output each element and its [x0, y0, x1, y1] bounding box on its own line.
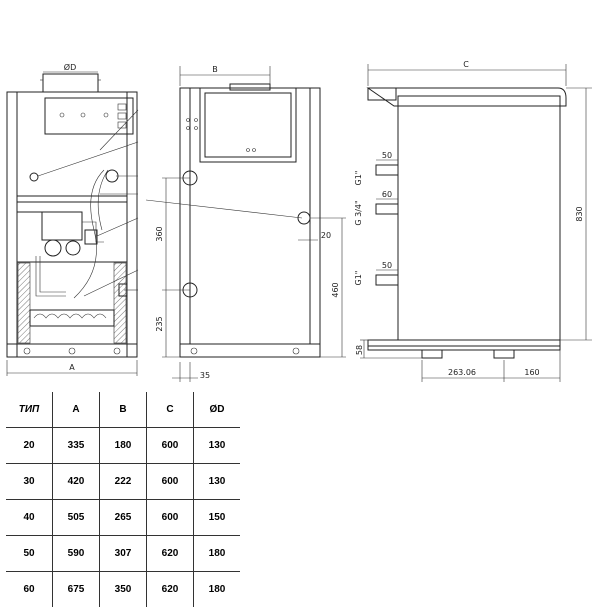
front-view: ØD — [7, 62, 138, 376]
dim-460-label: 460 — [331, 282, 340, 297]
dim-50-low-label: 50 — [382, 261, 392, 270]
dim-160-label: 160 — [524, 368, 539, 377]
pipe-g1-top-label: G1" — [354, 171, 363, 186]
table-cell: 180 — [100, 428, 147, 464]
right-body — [398, 96, 560, 340]
flue-diameter-label: ØD — [64, 62, 76, 72]
dim-35-label: 35 — [200, 371, 210, 380]
table-cell: 40 — [6, 500, 53, 536]
header-a: A — [53, 392, 100, 428]
technical-drawing: ØD — [0, 0, 600, 390]
side-view: B 360 235 460 20 35 — [146, 65, 346, 382]
table-cell: 620 — [147, 536, 194, 572]
table-row: 60 675 350 620 180 — [6, 572, 240, 607]
header-d: ØD — [194, 392, 241, 428]
control-panel — [45, 98, 133, 134]
header-c: C — [147, 392, 194, 428]
header-b: B — [100, 392, 147, 428]
table-cell: 265 — [100, 500, 147, 536]
spec-header-row: ТИП A B C ØD — [6, 392, 240, 428]
table-cell: 20 — [6, 428, 53, 464]
dim-60-label: 60 — [382, 190, 392, 199]
spec-table: ТИП A B C ØD 20 335 180 600 130 30 420 2… — [6, 392, 240, 607]
table-cell: 180 — [194, 572, 241, 607]
height-label: 830 — [575, 206, 584, 221]
table-cell: 420 — [53, 464, 100, 500]
side-body — [180, 88, 320, 357]
table-cell: 30 — [6, 464, 53, 500]
dim-50-top-label: 50 — [382, 151, 392, 160]
table-cell: 60 — [6, 572, 53, 607]
table-cell: 590 — [53, 536, 100, 572]
table-cell: 50 — [6, 536, 53, 572]
dim-58-label: 58 — [355, 345, 364, 355]
right-view: G1" G 3/4" G1" 50 60 50 58 C 830 263.06 … — [354, 60, 592, 382]
table-cell: 350 — [100, 572, 147, 607]
pipe-g34-label: G 3/4" — [354, 200, 363, 225]
table-row: 20 335 180 600 130 — [6, 428, 240, 464]
table-cell: 307 — [100, 536, 147, 572]
table-cell: 130 — [194, 464, 241, 500]
table-cell: 675 — [53, 572, 100, 607]
table-cell: 600 — [147, 464, 194, 500]
table-cell: 620 — [147, 572, 194, 607]
depth-label: C — [463, 60, 469, 69]
table-cell: 222 — [100, 464, 147, 500]
front-width-label: A — [69, 363, 75, 372]
side-width-label: B — [212, 65, 218, 74]
pipe-g1-low-label: G1" — [354, 271, 363, 286]
table-cell: 505 — [53, 500, 100, 536]
table-cell: 180 — [194, 536, 241, 572]
table-cell: 335 — [53, 428, 100, 464]
table-cell: 600 — [147, 428, 194, 464]
table-cell: 130 — [194, 428, 241, 464]
table-cell: 600 — [147, 500, 194, 536]
flue-collar — [43, 74, 98, 92]
dim-235-label: 235 — [155, 316, 164, 331]
table-row: 40 505 265 600 150 — [6, 500, 240, 536]
table-row: 50 590 307 620 180 — [6, 536, 240, 572]
header-type: ТИП — [6, 392, 53, 428]
dim-360-label: 360 — [155, 226, 164, 241]
table-cell: 150 — [194, 500, 241, 536]
table-row: 30 420 222 600 130 — [6, 464, 240, 500]
dim-263-label: 263.06 — [448, 368, 476, 377]
dim-20-label: 20 — [321, 231, 331, 240]
